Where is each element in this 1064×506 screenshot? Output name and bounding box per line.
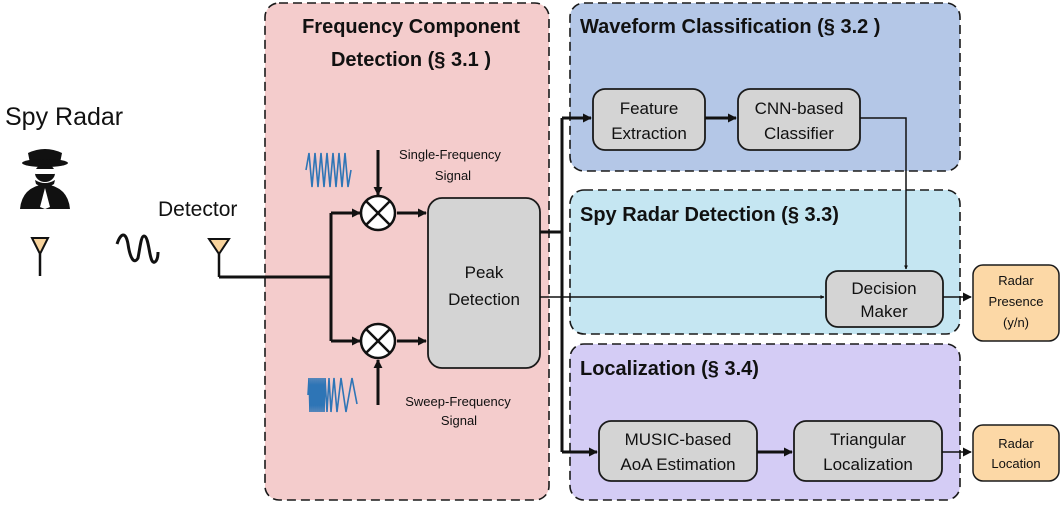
feature-extraction-line1: Feature [620,99,679,118]
cnn-classifier-line1: CNN-based [755,99,844,118]
single-frequency-label-line1: Single-Frequency [399,147,501,162]
radar-presence-line3: (y/n) [1003,315,1029,330]
radar-presence-line2: Presence [989,294,1044,309]
radar-location-line2: Location [991,456,1040,471]
single-frequency-wave-icon [305,152,352,188]
triangular-localization-line2: Localization [823,455,913,474]
radar-location-output [972,424,1060,482]
sweep-frequency-label-line1: Sweep-Frequency [405,394,511,409]
frequency-title-line1: Frequency Component [302,16,520,38]
decision-maker-line2: Maker [860,302,908,321]
antenna-icon [30,237,50,276]
detector-antenna-icon [207,238,231,277]
triangular-localization-line1: Triangular [830,430,906,449]
arrow-cnn-to-decision [860,117,908,270]
waveform-title: Waveform Classification (§ 3.2 ) [580,16,880,38]
detector-label: Detector [158,198,237,221]
localization-title: Localization (§ 3.4) [580,358,759,380]
decision-maker-line1: Decision [851,279,916,298]
peak-detection-line2: Detection [448,290,520,309]
decision-maker-block [825,270,944,328]
radar-location-line1: Radar [998,436,1034,451]
feature-extraction-line2: Extraction [611,124,687,143]
mixer-icon-bottom [359,322,397,360]
music-aoa-line1: MUSIC-based [625,430,732,449]
spy-radar-label: Spy Radar [5,103,123,131]
spy-detection-title: Spy Radar Detection (§ 3.3) [580,204,839,226]
cnn-classifier-line2: Classifier [764,124,834,143]
radar-presence-line1: Radar [998,273,1034,288]
music-aoa-line2: AoA Estimation [620,455,735,474]
single-frequency-label-line2: Signal [435,168,471,183]
radar-presence-output [972,264,1060,342]
mixer-icon-top [359,194,397,232]
frequency-title-line2: Detection (§ 3.1 ) [331,49,491,71]
peak-detection-block [427,197,541,369]
triangular-localization-block [793,420,943,482]
sweep-frequency-wave-icon [307,377,358,413]
spy-glasses [34,169,56,174]
spy-collar [40,188,50,209]
section-frequency-component-detection [264,2,550,501]
peak-detection-line1: Peak [465,263,504,282]
cnn-classifier-block [737,88,861,151]
sweep-frequency-label-line2: Signal [441,413,477,428]
wave-icon [115,233,160,264]
